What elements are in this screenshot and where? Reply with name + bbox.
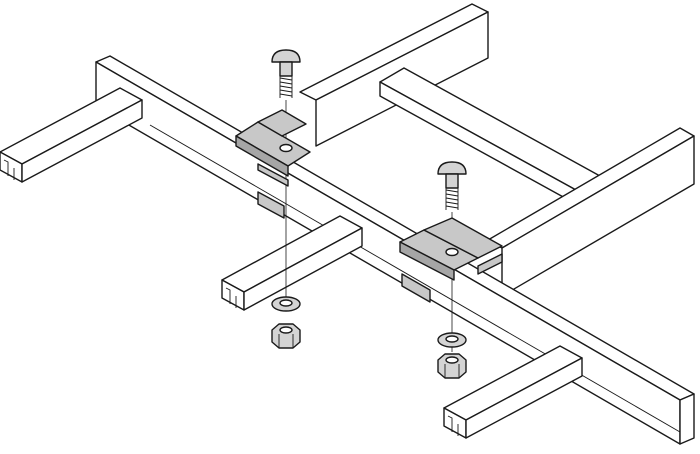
- carriage-bolt: [271, 49, 301, 98]
- splice-bracket: [257, 191, 431, 303]
- rung-channel: [0, 87, 143, 183]
- hex-nut: [271, 323, 301, 349]
- ladder-rail-right: [487, 127, 695, 297]
- hex-nut: [437, 353, 467, 379]
- ladder-rail-left: [95, 55, 695, 445]
- carriage-bolt: [437, 161, 467, 210]
- rung-channel: [221, 215, 363, 311]
- splice-bracket: [235, 109, 311, 187]
- rung-channel: [379, 67, 601, 205]
- rung-channel: [443, 345, 583, 439]
- splice-bracket: [399, 217, 503, 281]
- flat-washer: [437, 332, 467, 348]
- flat-washer: [271, 296, 301, 312]
